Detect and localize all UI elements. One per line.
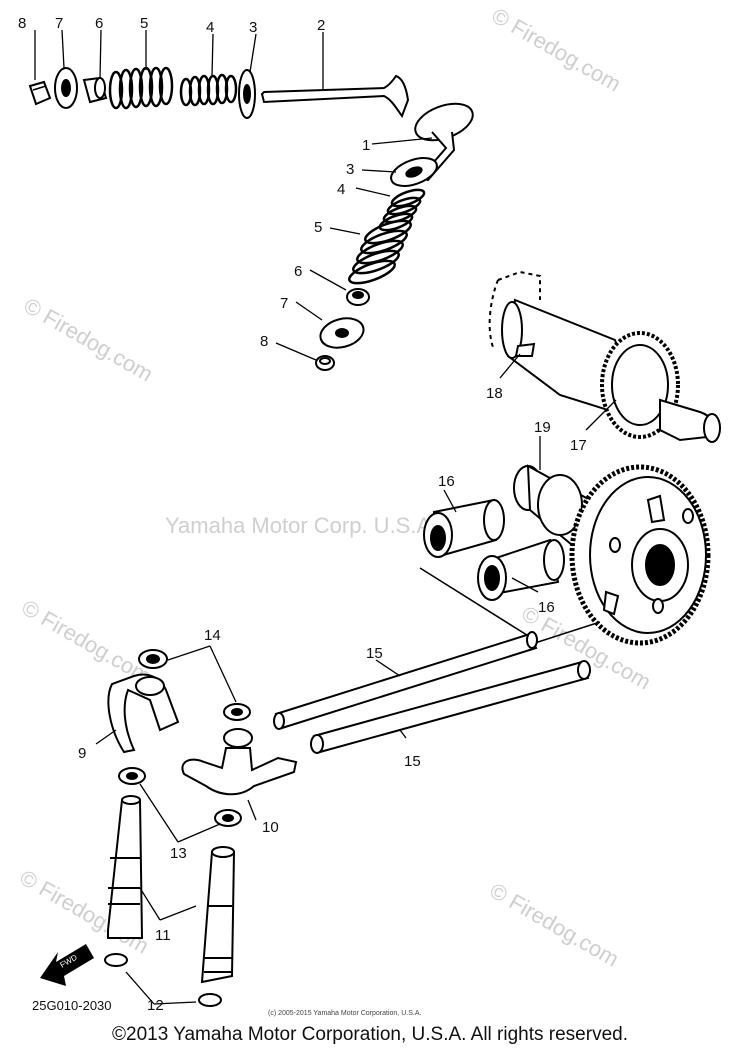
push-rods bbox=[273, 631, 591, 754]
watermark-left-upper: © Firedog.com bbox=[20, 293, 158, 387]
valve-spring-inner-top bbox=[179, 73, 238, 107]
front-arrow: FWD bbox=[40, 944, 94, 986]
callout-4-top: 4 bbox=[206, 19, 214, 36]
callout-10: 10 bbox=[262, 819, 279, 836]
callout-12: 12 bbox=[147, 997, 164, 1014]
valve-spring-outer-top bbox=[108, 66, 174, 110]
watermark-left-middle: © Firedog.com bbox=[18, 595, 156, 689]
callout-5-top: 5 bbox=[140, 15, 148, 32]
diagram-small-copyright: (c) 2005-2015 Yamaha Motor Corporation, … bbox=[268, 1010, 421, 1017]
callout-8-top: 8 bbox=[18, 15, 26, 32]
callout-3-mid: 3 bbox=[346, 161, 354, 178]
callout-4-mid: 4 bbox=[337, 181, 345, 198]
callout-8-mid: 8 bbox=[260, 333, 268, 350]
valve-cotter-top bbox=[28, 80, 52, 106]
callout-7-top: 7 bbox=[55, 15, 63, 32]
washer-12-left bbox=[104, 953, 128, 967]
valve-exhaust bbox=[260, 74, 410, 119]
rocker-arm-10 bbox=[181, 747, 298, 796]
valve-tappets bbox=[423, 498, 565, 601]
callout-2: 2 bbox=[317, 17, 325, 34]
valve-spring-inner-mid bbox=[378, 188, 426, 232]
callout-15-b: 15 bbox=[404, 753, 421, 770]
rocker-arms bbox=[107, 649, 298, 827]
washer-12-right bbox=[198, 993, 222, 1007]
callout-16-b: 16 bbox=[538, 599, 555, 616]
copyright-footer: ©2013 Yamaha Motor Corporation, U.S.A. A… bbox=[112, 1024, 628, 1045]
leader-lines bbox=[34, 29, 617, 1005]
callout-13: 13 bbox=[170, 845, 187, 862]
callout-6-mid: 6 bbox=[294, 263, 302, 280]
camshaft-17 bbox=[488, 270, 721, 443]
callouts: 8 7 6 5 4 3 2 1 3 4 5 6 7 8 18 17 19 16 … bbox=[18, 15, 587, 1014]
callout-9: 9 bbox=[78, 745, 86, 762]
callout-11: 11 bbox=[155, 927, 171, 944]
callout-5-mid: 5 bbox=[314, 219, 322, 236]
watermark-right-lower: © Firedog.com bbox=[486, 878, 624, 972]
valve-spring-outer-mid bbox=[348, 219, 412, 285]
callout-15-a: 15 bbox=[366, 645, 383, 662]
top-valve-assembly bbox=[28, 66, 410, 119]
rocker-shafts bbox=[104, 795, 236, 1007]
camshaft-19 bbox=[513, 464, 711, 646]
callout-17: 17 bbox=[570, 437, 587, 454]
diagonal-valve-assembly bbox=[315, 102, 474, 371]
callout-6-top: 6 bbox=[95, 15, 103, 32]
callout-3-top: 3 bbox=[249, 19, 257, 36]
watermark-center: Yamaha Motor Corp. U.S.A. bbox=[165, 513, 437, 538]
tappet-reference-line bbox=[419, 567, 601, 643]
callout-16-a: 16 bbox=[438, 473, 455, 490]
callout-19: 19 bbox=[534, 419, 551, 436]
callout-1: 1 bbox=[362, 137, 370, 154]
watermark-top: © Firedog.com bbox=[488, 3, 626, 97]
callout-14: 14 bbox=[204, 627, 221, 644]
callout-7-mid: 7 bbox=[280, 295, 288, 312]
callout-18: 18 bbox=[486, 385, 503, 402]
diagram-part-code: 25G010-2030 bbox=[32, 998, 112, 1013]
